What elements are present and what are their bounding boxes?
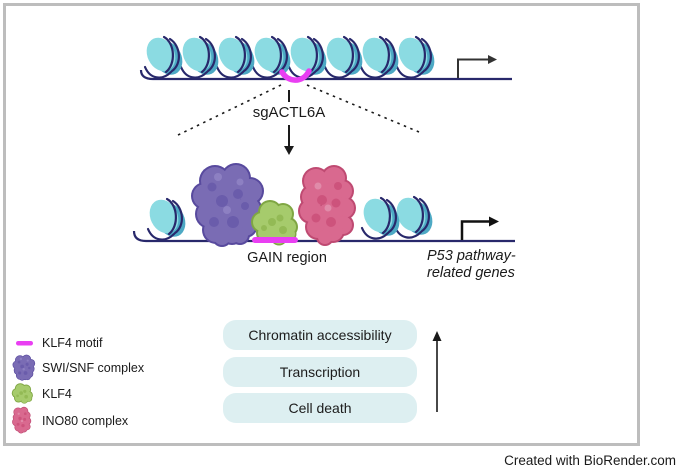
closed-chromatin-row: [139, 31, 512, 83]
swi-snf-swatch: [12, 354, 36, 381]
arrowhead-down: [284, 146, 294, 155]
dashed-guide-left: [175, 84, 282, 137]
perturbation-arrow: [284, 90, 294, 155]
arrowhead-up: [432, 331, 442, 341]
dna-line-middle: [132, 230, 515, 243]
legend-swatches: [11, 341, 36, 434]
klf4-motif-arc: [279, 68, 312, 83]
open-chromatin-row: [132, 163, 515, 247]
p53-genes-label: P53 pathway- related genes: [427, 248, 516, 281]
zoom-guides: [175, 84, 420, 137]
klf4-motif-swatch: [16, 341, 33, 346]
increase-arrow: [432, 331, 442, 412]
outcome-box-label: Chromatin accessibility: [248, 327, 392, 343]
ino80-complex-blob: [298, 165, 356, 246]
sg-actl6a-label: sgACTL6A: [252, 104, 326, 121]
klf4-motif-bar: [252, 237, 298, 243]
outcome-box-cell-death: Cell death: [223, 393, 417, 423]
tss-arrow-top: [457, 55, 497, 78]
legend-label-swi-snf: SWI/SNF complex: [42, 361, 145, 375]
gain-region-label: GAIN region: [247, 250, 327, 266]
swi-snf-complex-blob: [191, 163, 264, 247]
tss-arrow-middle: [460, 216, 499, 240]
outcome-box-label: Cell death: [288, 400, 352, 416]
legend-label-ino80: INO80 complex: [42, 414, 129, 428]
legend-label-klf4: KLF4: [42, 387, 72, 401]
ino80-swatch: [12, 406, 32, 434]
biorender-credit: Created with BioRender.com: [504, 453, 676, 468]
klf4-swatch: [11, 383, 33, 404]
dna-line-top: [139, 69, 512, 81]
outcome-box-label: Transcription: [279, 364, 361, 380]
outcome-box-chromatin-accessibility: Chromatin accessibility: [223, 320, 417, 350]
outcome-box-transcription: Transcription: [223, 357, 417, 387]
legend-label-klf4-motif: KLF4 motif: [42, 336, 103, 350]
